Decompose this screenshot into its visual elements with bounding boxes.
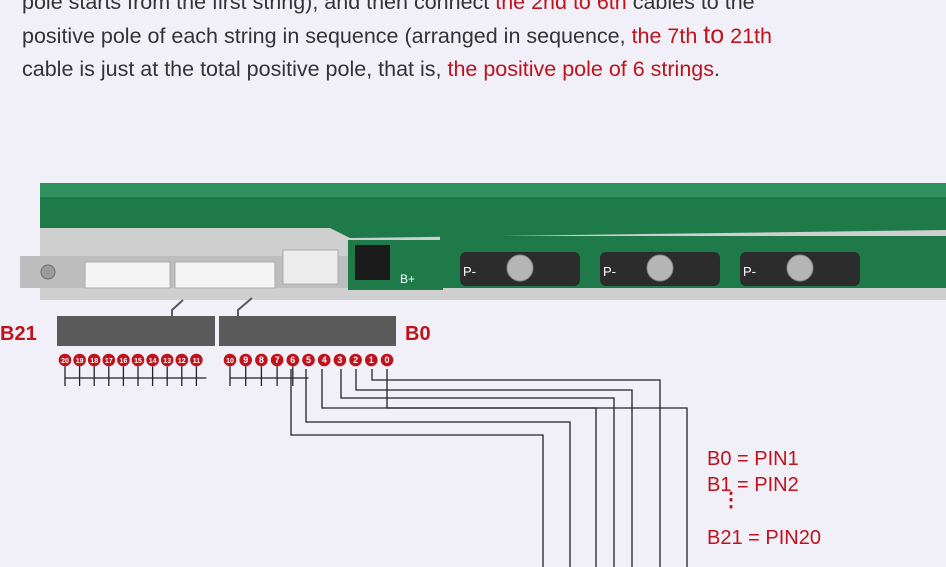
callout-line-right: [237, 297, 253, 316]
p-minus-terminals: P- P- P-: [460, 252, 860, 286]
pin-15-label: 15: [134, 358, 142, 365]
pin-20-label: 20: [61, 358, 69, 365]
instruction-paragraph: pole starts from the first string), and …: [22, 0, 932, 86]
b21-label: B21: [0, 323, 37, 345]
wire-pin-6: [290, 369, 544, 567]
pin-17-label: 17: [105, 358, 113, 365]
pin-11-label: 11: [193, 358, 201, 365]
pin-8-circle: [255, 353, 268, 367]
pin-19-circle: [73, 353, 86, 367]
pin-4-label: 4: [322, 355, 327, 365]
pin-6-circle: [286, 353, 300, 367]
pin-19-label: 19: [76, 358, 84, 365]
pin-18-label: 18: [90, 358, 98, 365]
connector-bar-right: [219, 316, 396, 346]
legend-line-1: B0 = PIN1: [707, 448, 799, 470]
pin-4-circle: [317, 353, 331, 367]
routed-wires: [290, 369, 688, 567]
ellipsis-dots-icon: ⋮: [721, 489, 741, 511]
pin-12-label: 12: [178, 358, 186, 365]
line1-tail: cables to the: [626, 0, 755, 14]
connector-bar-left: [57, 316, 215, 346]
line3-tail: .: [713, 57, 720, 81]
pin-16-circle: [117, 353, 130, 367]
pin-1-circle: [365, 353, 378, 367]
legend-line-2: B1 = PIN2: [707, 474, 799, 496]
bolt-2-icon: [646, 254, 674, 282]
pin-20-circle: [58, 353, 72, 367]
pin-7-label: 7: [275, 355, 280, 365]
pin-0-circle: [380, 353, 394, 367]
screw-hole-left: [40, 264, 56, 280]
b0-label: B0: [405, 323, 431, 345]
line1-text: pole starts from the first string), and …: [22, 0, 496, 14]
pin-5-label: 5: [306, 355, 311, 365]
pin-8-label: 8: [259, 355, 264, 365]
bms-board: B+ P- P- P-: [20, 183, 946, 300]
line2-highlight-2: 21th: [724, 24, 772, 48]
paragraph-line-1: pole starts from the first string), and …: [22, 0, 932, 19]
callout-line-left: [171, 299, 184, 316]
pin-14-label: 14: [149, 358, 157, 365]
p-minus-label-1: P-: [463, 264, 476, 279]
balance-connector-2: [174, 261, 276, 289]
bolt-3-icon: [786, 254, 814, 282]
pin-17-circle: [102, 353, 116, 367]
pin-12-circle: [175, 353, 189, 367]
pin-10-circle: [223, 353, 237, 367]
pcb-edge: [40, 183, 946, 197]
bolt-1-icon: [506, 254, 534, 282]
pin-18-circle: [87, 353, 101, 367]
wire-pin-3: [340, 369, 615, 567]
pin-2-circle: [349, 353, 362, 367]
pin-9-circle: [239, 353, 252, 367]
pin-3-label: 3: [337, 355, 342, 365]
wire-pin-1: [371, 369, 661, 567]
paragraph-line-2: positive pole of each string in sequence…: [22, 19, 932, 53]
pin-0-label: 0: [384, 355, 389, 365]
wire-pin-0: [386, 369, 688, 567]
pin-10-label: 10: [226, 358, 234, 365]
p-minus-label-2: P-: [603, 264, 616, 279]
pin-5-circle: [302, 353, 315, 367]
pin-13-label: 13: [163, 358, 171, 365]
pin-3-circle: [333, 353, 347, 367]
pin-16-label: 16: [120, 358, 128, 365]
pin-6-label: 6: [290, 355, 295, 365]
wire-pin-2: [355, 369, 633, 567]
pin-2-label: 2: [353, 355, 358, 365]
pin-13-circle: [160, 353, 174, 367]
pin-wire-group: [64, 366, 309, 386]
pin-11-circle: [190, 353, 203, 367]
line2-highlight-to: to: [703, 21, 725, 49]
pin-14-circle: [146, 353, 159, 367]
pin-1-label: 1: [369, 355, 374, 365]
line2-text: positive pole of each string in sequence…: [22, 24, 632, 48]
line3-text: cable is just at the total positive pole…: [22, 57, 448, 81]
pin-9-label: 9: [243, 355, 248, 365]
paragraph-line-3: cable is just at the total positive pole…: [22, 53, 932, 86]
line3-highlight: the positive pole of 6 strings: [447, 57, 714, 81]
legend-line-3: B21 = PIN20: [707, 527, 821, 549]
wire-pin-5: [305, 369, 571, 567]
b-plus-terminal: [355, 245, 390, 280]
balance-connector-1: [84, 261, 171, 289]
b-plus-label: B+: [400, 272, 415, 286]
pin-7-circle: [270, 353, 284, 367]
temp-connector: [282, 249, 339, 285]
p-minus-label-3: P-: [743, 264, 756, 279]
line2-highlight-1: the 7th: [631, 24, 704, 48]
wire-pin-4: [321, 369, 597, 567]
line1-highlight: the 2nd to 6th: [495, 0, 627, 14]
pin-15-circle: [131, 353, 145, 367]
